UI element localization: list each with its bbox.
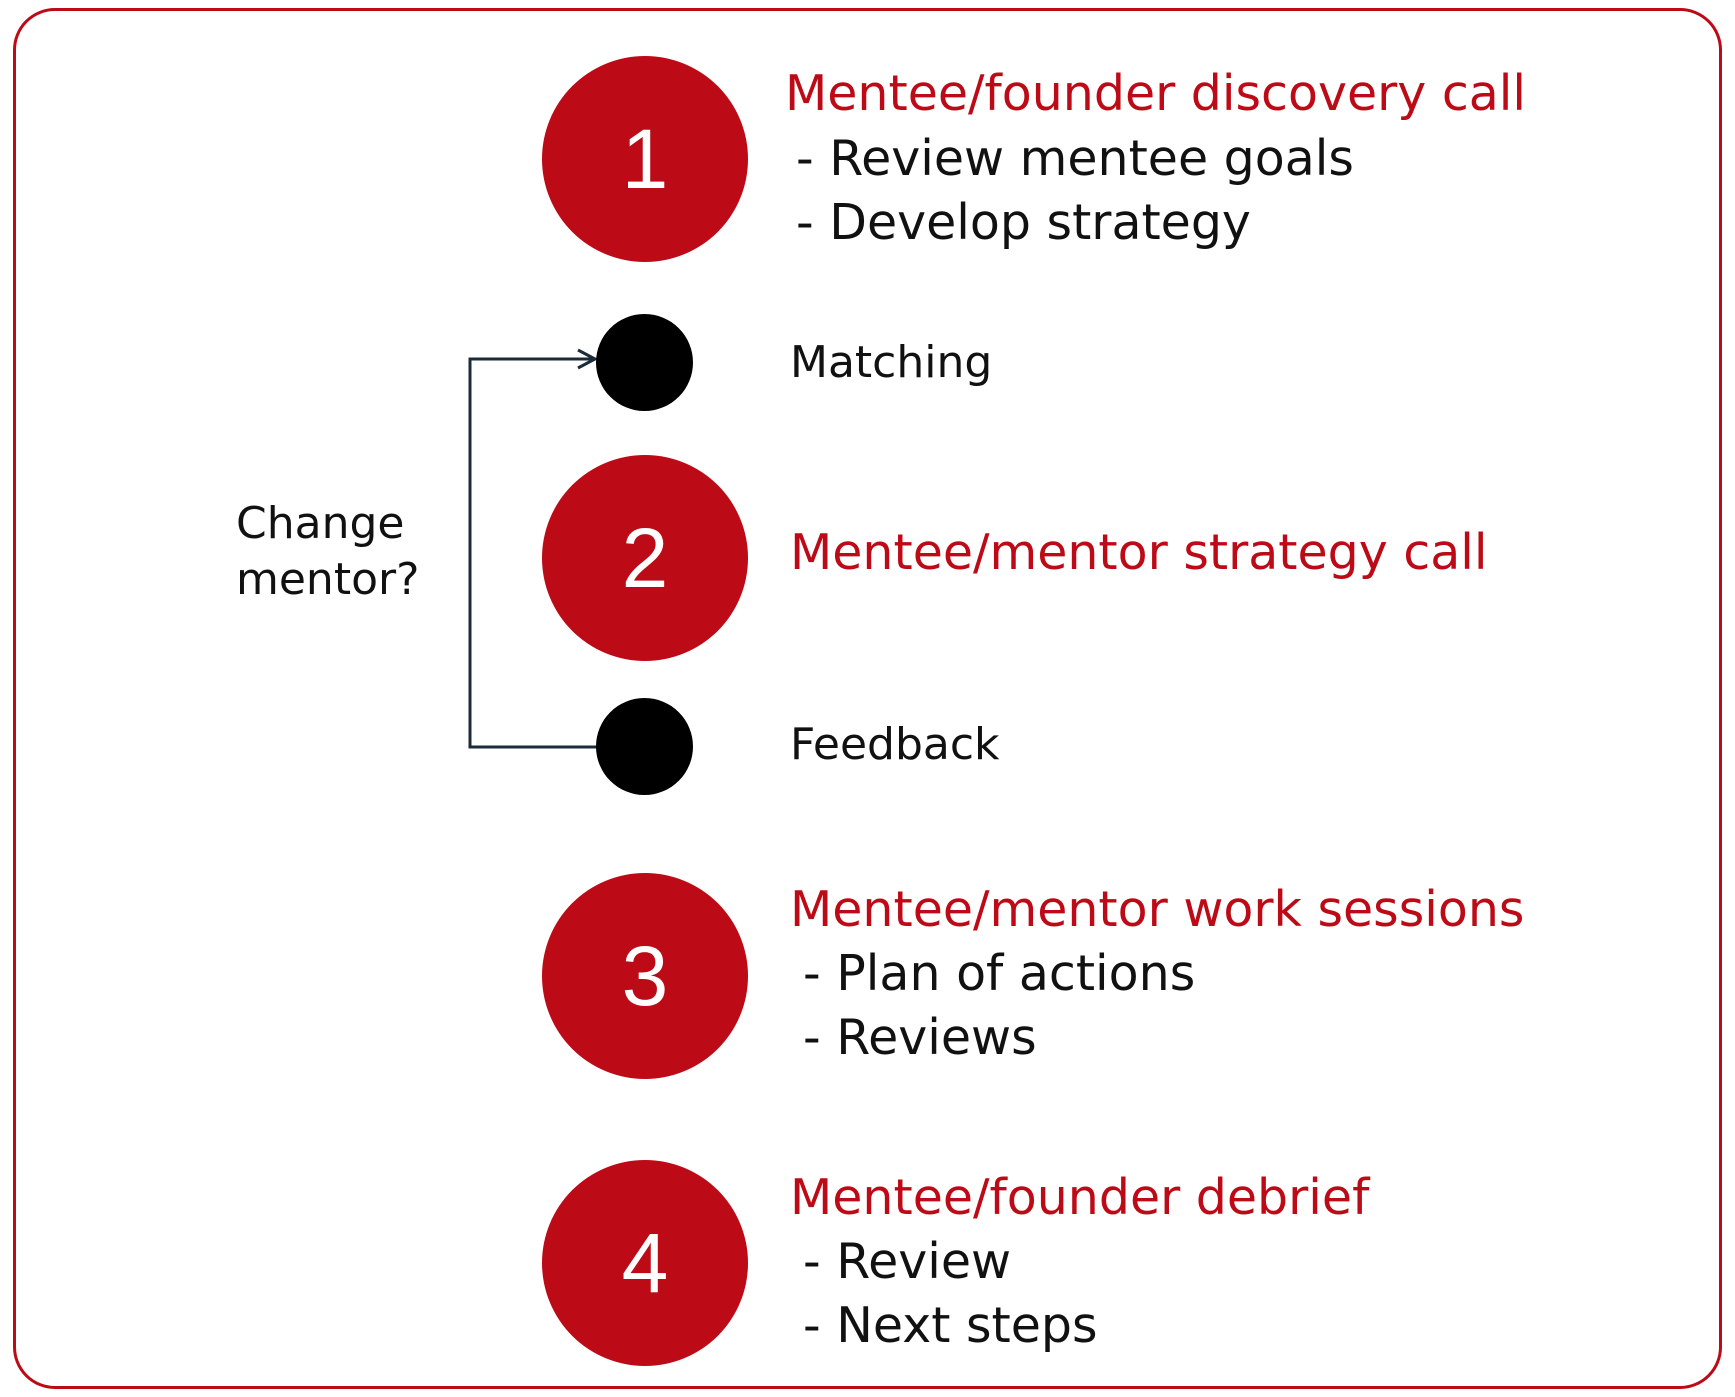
feedback-label: Feedback	[790, 719, 1000, 770]
step-4-line-2: - Next steps	[803, 1297, 1098, 1354]
step-2-circle: 2	[542, 455, 748, 661]
connector-arrowhead	[577, 348, 599, 370]
step-3-circle: 3	[542, 873, 748, 1079]
step-1-line-1: - Review mentee goals	[796, 130, 1354, 187]
step-3-line-2: - Reviews	[803, 1009, 1037, 1066]
step-2-title: Mentee/mentor strategy call	[790, 524, 1488, 581]
change-mentor-label-line1: Change	[236, 498, 405, 549]
change-mentor-label: Change mentor?	[236, 496, 419, 608]
step-4-line-1: - Review	[803, 1233, 1012, 1290]
step-1-line-2: - Develop strategy	[796, 194, 1251, 251]
step-3-line-1: - Plan of actions	[803, 945, 1196, 1002]
step-3-title: Mentee/mentor work sessions	[790, 881, 1525, 938]
diagram-frame	[13, 8, 1722, 1389]
change-mentor-label-line2: mentor?	[236, 554, 420, 605]
feedback-dot	[596, 698, 693, 795]
step-1-title: Mentee/founder discovery call	[785, 65, 1527, 122]
step-4-circle: 4	[542, 1160, 748, 1366]
step-1-circle: 1	[542, 56, 748, 262]
matching-dot	[596, 314, 693, 411]
matching-label: Matching	[790, 337, 993, 388]
step-4-title: Mentee/founder debrief	[790, 1169, 1370, 1226]
connector-line	[468, 357, 598, 749]
